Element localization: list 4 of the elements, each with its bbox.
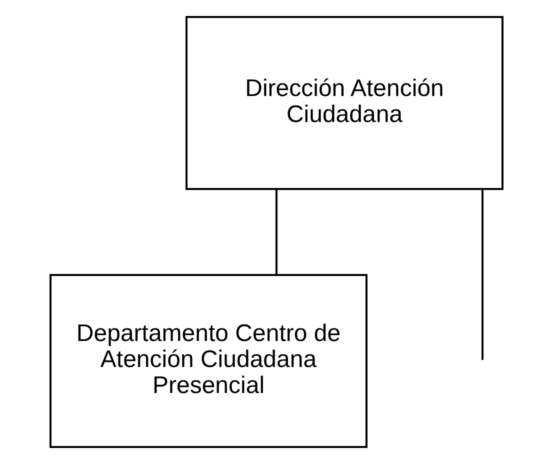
- connector: [481, 189, 483, 360]
- node-box: Dirección Atención Ciudadana: [185, 16, 503, 190]
- connector: [275, 189, 277, 274]
- node-box: Departamento Centro de Atención Ciudadana Presencial: [49, 274, 367, 448]
